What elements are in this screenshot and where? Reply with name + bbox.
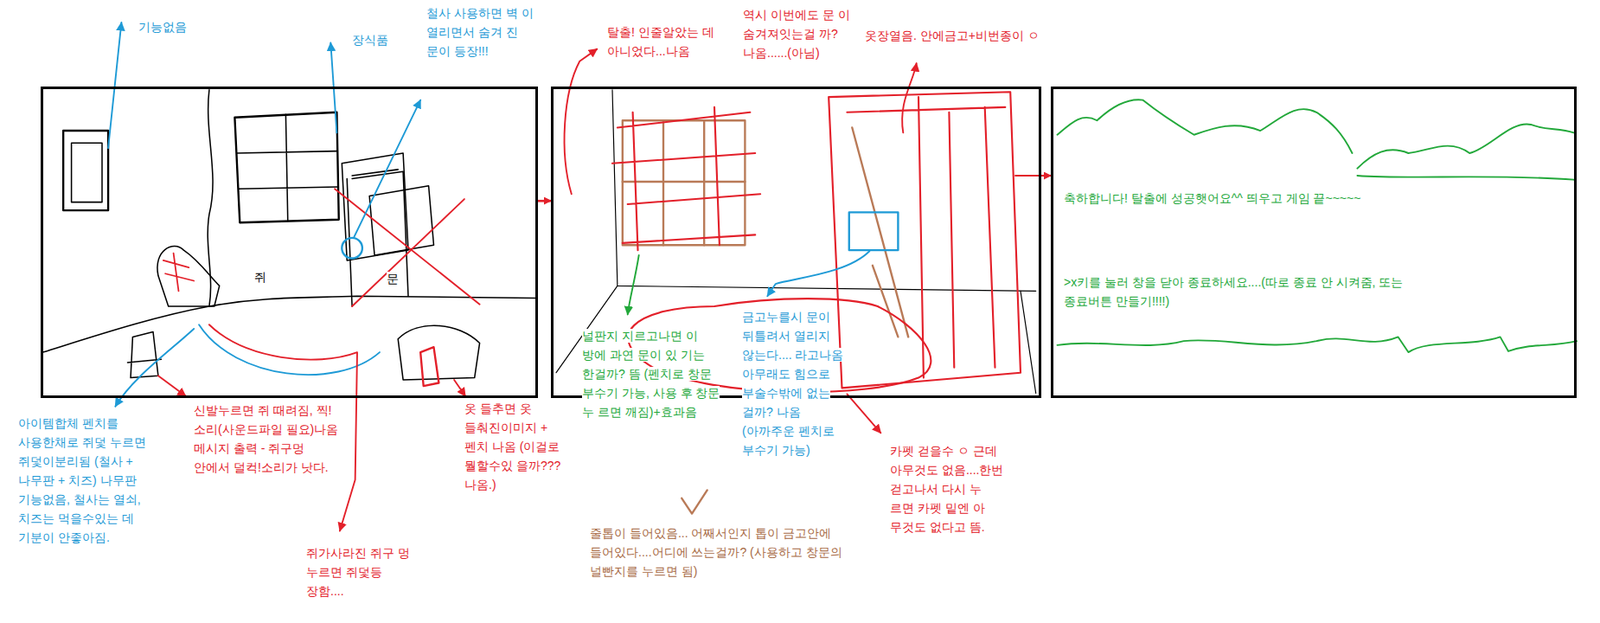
annotation-slot: 기능없음 — [138, 17, 217, 37]
annotation-slot: 카펫 걷을수 ㅇ 근데 아무것도 없음....한번 걷고나서 다시 누 르면 카… — [889, 441, 1007, 537]
storyboard-panel: 축하합니다! 탈출에 성공햇어요^^ 띄우고 게임 끝~~~~~ >x키를 눌러 … — [1050, 86, 1577, 398]
note-slot: 쥐 — [254, 267, 276, 287]
annotation-note: 장식품 — [352, 32, 389, 47]
note-slot: 널판지 지르고나면 이 방에 과연 문이 있 기는 한걸까? 뜸 (펜치로 창문… — [582, 326, 725, 422]
flow-arrow — [537, 199, 551, 202]
annotation-slot: 탈출! 인줄알았는 데 아니었다...나옴 — [607, 22, 729, 61]
storyboard-panel: 쥐문 — [40, 86, 538, 398]
annotation-note: 철사 사용하면 벽 이 열리면서 숨겨 진 문이 등장!!! — [426, 6, 534, 58]
annotation-note: 탈출! 인줄알았는 데 아니었다...나옴 — [607, 25, 715, 58]
annotation-note: 옷 들추면 옷 들춰진이미지 + 펜치 나옴 (이걸로 뭘할수있 을까??? 나… — [464, 401, 561, 492]
note-slot: 금고누를시 문이 뒤틀려서 열리지 않는다.... 라고나옴 아무래도 힘으로 … — [742, 307, 846, 460]
annotation-note: 카펫 걷을수 ㅇ 근데 아무것도 없음....한번 걷고나서 다시 누 르면 카… — [889, 443, 1004, 534]
annotation-note: 옷장열음. 안에금고+비번종이 ㅇ — [864, 28, 1040, 43]
annotation-note: 역시 이번에도 문 이 숨겨져잇는걸 까? 나옴......(아님) — [742, 7, 851, 60]
annotation-slot: 신발누르면 쥐 때려짐, 찍!소리(사운드파일 필요)나옴 메시지 출력 - 쥐… — [193, 400, 341, 477]
annotation-slot: 장식품 — [352, 30, 413, 50]
note-slot: >x키를 눌러 창을 닫아 종료하세요....(따로 종료 안 시켜줌, 또는 … — [1063, 272, 1410, 311]
annotation-slot: 역시 이번에도 문 이 숨겨져잇는걸 까? 나옴......(아님) — [742, 5, 860, 63]
annotation-slot: 쥐가사라진 쥐구 멍 누르면 쥐덫등 장함.... — [306, 543, 423, 601]
annotation-slot: 아이템합체 펜치를 사용한채로 쥐덫 누르면 쥐덫이분리됨 (철사 + 나무판 … — [18, 413, 170, 547]
panel-note: 문 — [386, 271, 399, 286]
storyboard-panel: 널판지 지르고나면 이 방에 과연 문이 있 기는 한걸까? 뜸 (펜치로 창문… — [550, 86, 1042, 398]
annotation-note: 줄톱이 들어있음... 어째서인지 톱이 금고안에 들어있다....어디에 쓰는… — [589, 525, 843, 578]
annotation-slot: 철사 사용하면 벽 이 열리면서 숨겨 진 문이 등장!!! — [426, 3, 538, 61]
annotation-note: 신발누르면 쥐 때려짐, 찍!소리(사운드파일 필요)나옴 메시지 출력 - 쥐… — [193, 403, 339, 474]
annotation-slot: 줄톱이 들어있음... 어째서인지 톱이 금고안에 들어있다....어디에 쓰는… — [589, 523, 867, 581]
panel-note: 널판지 지르고나면 이 방에 과연 문이 있 기는 한걸까? 뜸 (펜치로 창문… — [582, 328, 720, 419]
annotation-note: 아이템합체 펜치를 사용한채로 쥐덫 누르면 쥐덫이분리됨 (철사 + 나무판 … — [18, 416, 147, 544]
annotation-slot: 옷장열음. 안에금고+비번종이 ㅇ — [864, 25, 1151, 45]
annotation-slot: 옷 들추면 옷 들춰진이미지 + 펜치 나옴 (이걸로 뭘할수있 을까??? 나… — [464, 398, 573, 494]
panel-note: >x키를 눌러 창을 닫아 종료하세요....(따로 종료 안 시켜줌, 또는 … — [1063, 275, 1403, 308]
panel-note: 금고누를시 문이 뒤틀려서 열리지 않는다.... 라고나옴 아무래도 힘으로 … — [742, 309, 844, 457]
panel-note: 축하합니다! 탈출에 성공햇어요^^ 띄우고 게임 끝~~~~~ — [1063, 191, 1361, 205]
note-slot: 축하합니다! 탈출에 성공햇어요^^ 띄우고 게임 끝~~~~~ — [1063, 188, 1393, 208]
room-one-sketch — [43, 89, 537, 380]
flow-arrow — [1041, 174, 1051, 177]
annotation-note: 쥐가사라진 쥐구 멍 누르면 쥐덫등 장함.... — [306, 545, 410, 598]
annotation-note: 기능없음 — [138, 19, 187, 34]
panel-note: 쥐 — [254, 269, 267, 284]
note-slot: 문 — [386, 268, 408, 288]
